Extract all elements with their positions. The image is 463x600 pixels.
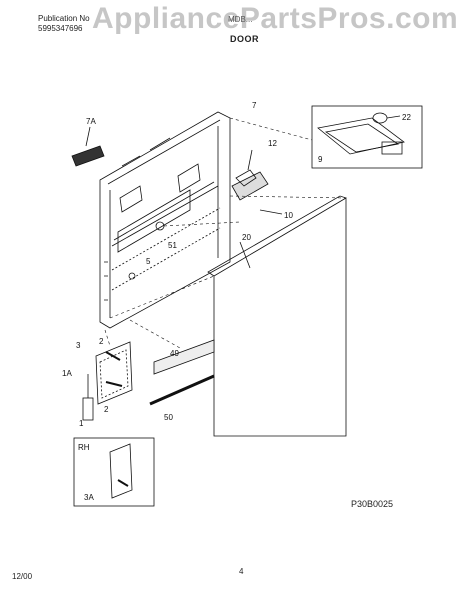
callout-5: 5	[146, 257, 151, 266]
callout-RH: RH	[78, 443, 90, 452]
callout-49: 49	[170, 349, 179, 358]
dispenser-inset	[311, 105, 423, 169]
door-rails	[149, 339, 215, 406]
callout-labels: 7A 7 12 22 9 10 51 20 5 3 2 1A 2 1 49 50…	[62, 101, 411, 502]
callout-7A: 7A	[86, 117, 96, 126]
hinge-assembly	[82, 341, 133, 421]
drawing-code: P30B0025	[351, 499, 394, 509]
publication-number: 5995347696	[38, 24, 83, 33]
callout-3A: 3A	[84, 493, 94, 502]
rating-label-7A	[71, 126, 105, 167]
callout-1A: 1A	[62, 369, 72, 378]
callout-2-lower: 2	[104, 405, 109, 414]
callout-50: 50	[164, 413, 173, 422]
callout-51: 51	[168, 241, 177, 250]
callout-3: 3	[76, 341, 81, 350]
inner-door-frame	[99, 111, 231, 329]
section-title: DOOR	[230, 34, 259, 44]
rh-hinge-inset	[73, 437, 155, 507]
callout-20: 20	[242, 233, 251, 242]
callout-1: 1	[79, 419, 84, 428]
callout-22: 22	[402, 113, 411, 122]
callout-7: 7	[252, 101, 257, 110]
revision-date: 12/00	[12, 572, 33, 581]
callout-9: 9	[318, 155, 323, 164]
door-latch-12	[231, 149, 283, 215]
callout-10: 10	[284, 211, 293, 220]
guide-lines	[104, 117, 347, 349]
publication-label: Publication No	[38, 14, 90, 23]
page-number: 4	[239, 567, 244, 576]
outer-door-panel	[207, 195, 347, 437]
callout-2-upper: 2	[99, 337, 104, 346]
model-number: MDB...	[228, 15, 253, 24]
callout-12: 12	[268, 139, 277, 148]
